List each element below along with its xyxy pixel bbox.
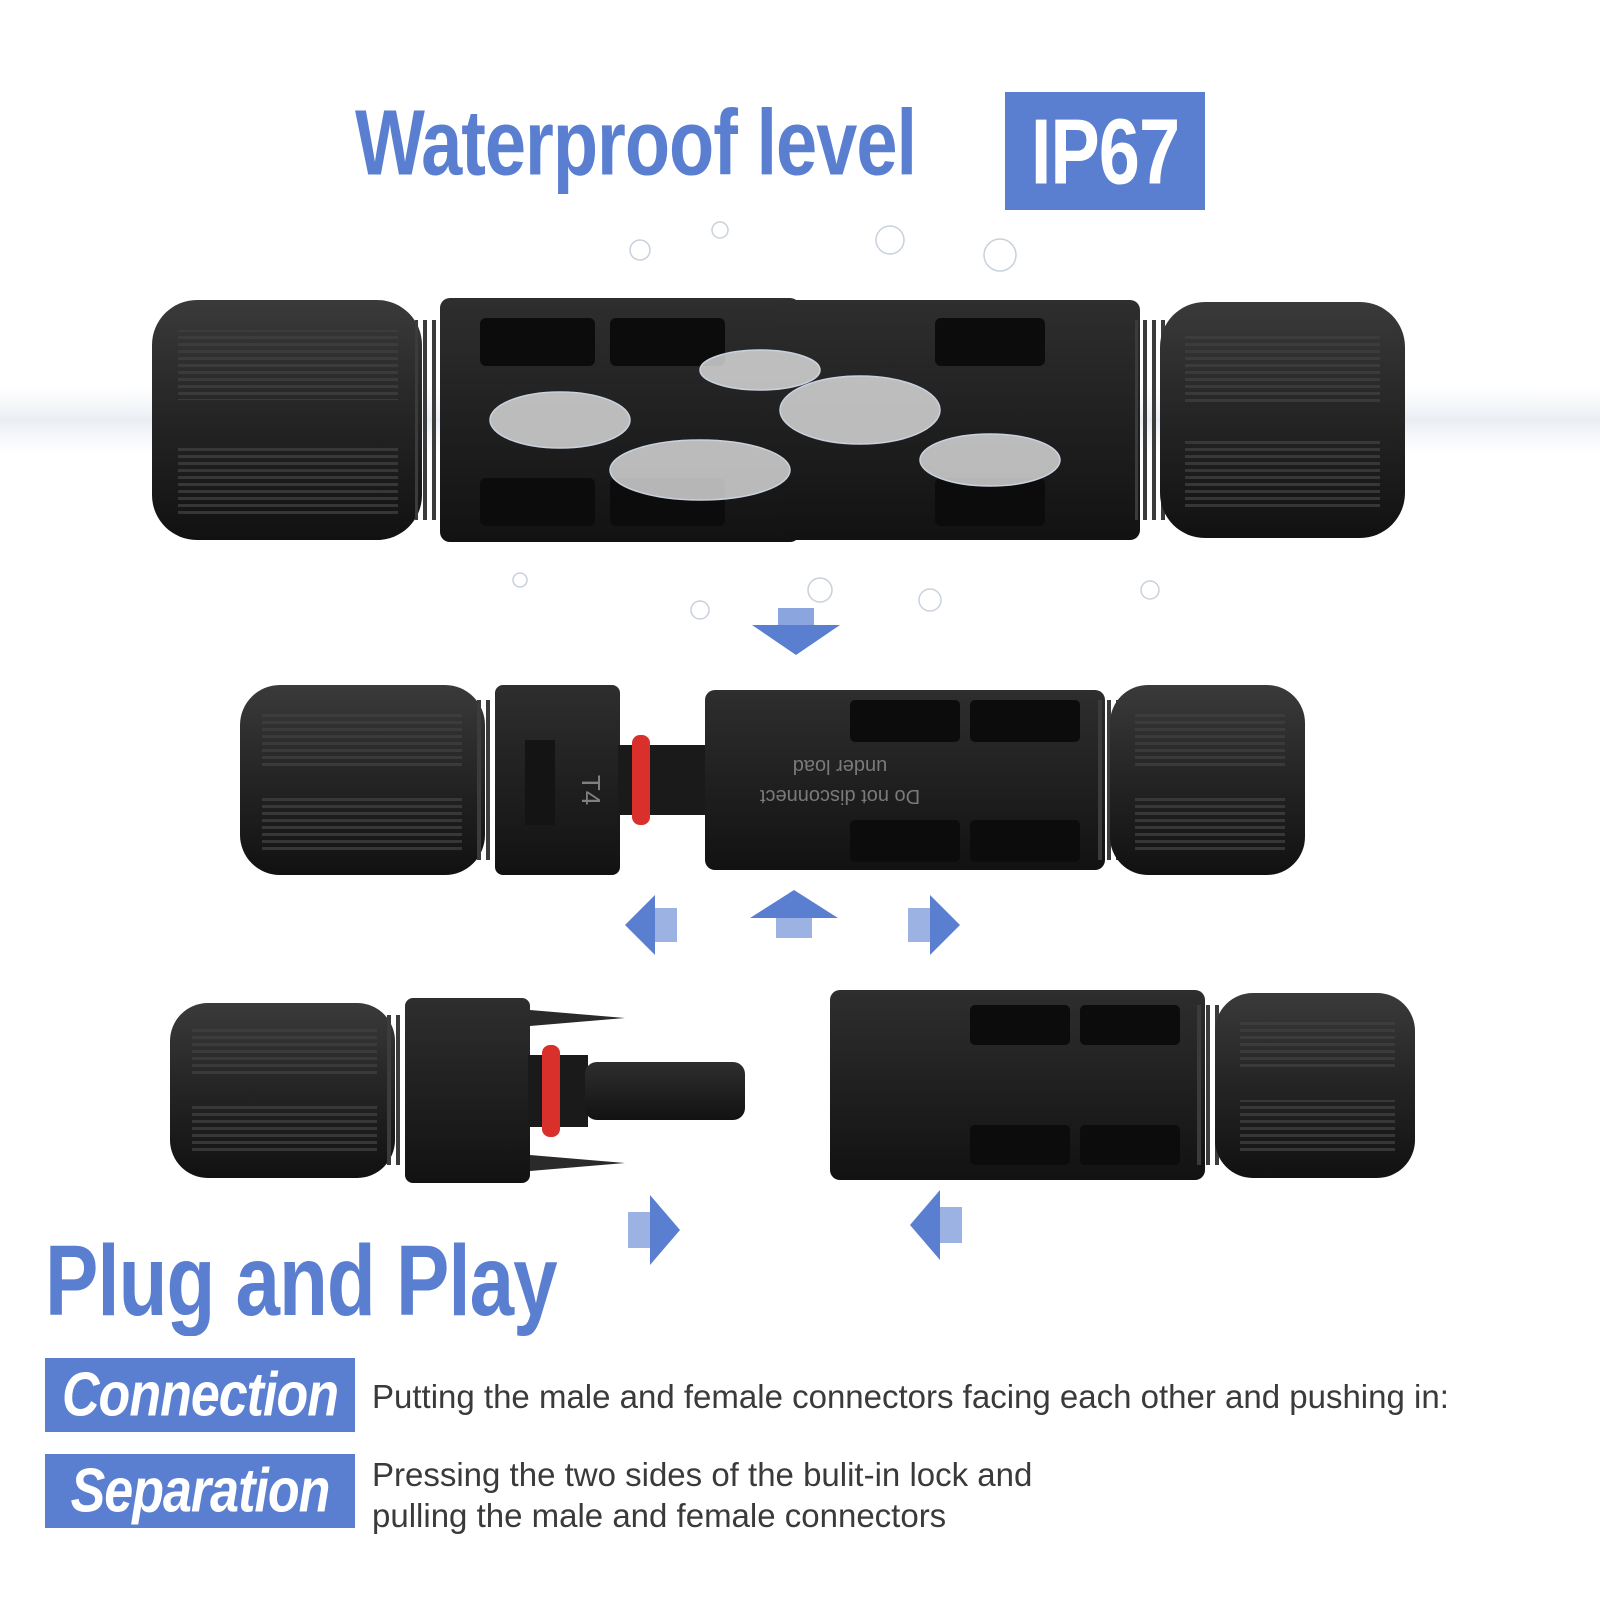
arrow-push-right-icon xyxy=(628,1195,680,1265)
ip-rating-label: IP67 xyxy=(1030,99,1180,203)
arrow-down-icon xyxy=(752,608,840,655)
connected-connector xyxy=(152,298,1405,542)
water-splash xyxy=(489,221,1160,620)
arrow-up-icon xyxy=(750,890,838,938)
connection-label: Connection xyxy=(45,1358,355,1432)
male-connector xyxy=(170,998,745,1183)
assembled-connector: T4 under load Do not disconnect xyxy=(240,685,1305,875)
connection-description: Putting the male and female connectors f… xyxy=(372,1378,1449,1415)
arrow-right-icon xyxy=(908,895,960,955)
model-marking: T4 xyxy=(576,775,606,805)
plug-and-play-title: Plug and Play xyxy=(45,1224,558,1336)
connection-label-text: Connection xyxy=(62,1360,339,1430)
waterproof-title: Waterproof level xyxy=(355,90,917,195)
load-warning-line1: Do not disconnect xyxy=(760,785,921,807)
separation-label: Separation xyxy=(45,1454,355,1528)
separation-description: Pressing the two sides of the bulit-in l… xyxy=(372,1456,1033,1534)
separation-label-text: Separation xyxy=(70,1456,331,1526)
ip-rating-badge: IP67 xyxy=(1005,92,1205,210)
arrow-push-left-icon xyxy=(910,1190,962,1260)
arrow-left-icon xyxy=(625,895,677,955)
load-warning-line2: under load xyxy=(793,755,888,777)
female-connector xyxy=(830,990,1415,1180)
